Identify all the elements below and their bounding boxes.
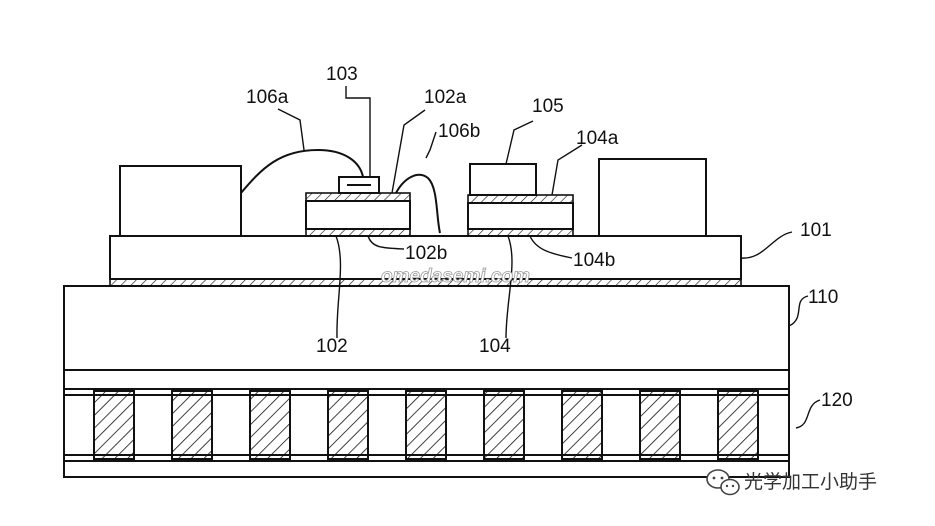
leader-lines bbox=[277, 86, 821, 429]
label-120: 120 bbox=[821, 390, 853, 411]
layer-120 bbox=[63, 369, 790, 478]
layer-101 bbox=[109, 235, 742, 280]
chip-104-body bbox=[467, 202, 574, 230]
right-block bbox=[598, 158, 707, 237]
label-104a: 104a bbox=[576, 128, 619, 149]
wechat-icon bbox=[706, 469, 740, 496]
chip-102-body bbox=[305, 200, 411, 230]
label-102a: 102a bbox=[424, 87, 467, 108]
label-104: 104 bbox=[479, 336, 511, 357]
watermark-wechat-text: 光学加工小助手 bbox=[744, 471, 877, 493]
label-105: 105 bbox=[532, 96, 564, 117]
layer-104b bbox=[467, 228, 574, 237]
label-103: 103 bbox=[326, 64, 358, 85]
label-110: 110 bbox=[808, 287, 838, 308]
label-104b: 104b bbox=[573, 250, 615, 271]
label-106a: 106a bbox=[246, 87, 289, 108]
chip-102 bbox=[305, 192, 411, 237]
label-102: 102 bbox=[316, 336, 348, 357]
chip-104 bbox=[467, 194, 574, 237]
component-105 bbox=[469, 163, 537, 196]
watermark-site: omedasemi.com bbox=[381, 266, 530, 287]
wire-106a bbox=[240, 148, 364, 194]
layer-102a bbox=[305, 192, 411, 202]
layer-104a bbox=[467, 194, 574, 204]
labels: 103 106a 102a 105 106b 104a 101 102b 104… bbox=[246, 64, 853, 411]
left-block bbox=[119, 165, 242, 237]
label-101: 101 bbox=[800, 220, 832, 241]
watermark-wechat: 光学加工小助手 bbox=[706, 469, 877, 496]
hatched-blocks bbox=[93, 390, 759, 460]
layer-110 bbox=[63, 285, 790, 371]
label-102b: 102b bbox=[405, 243, 447, 264]
layer-102b bbox=[305, 228, 411, 237]
wire-106b bbox=[395, 173, 441, 234]
label-106b: 106b bbox=[438, 121, 480, 142]
